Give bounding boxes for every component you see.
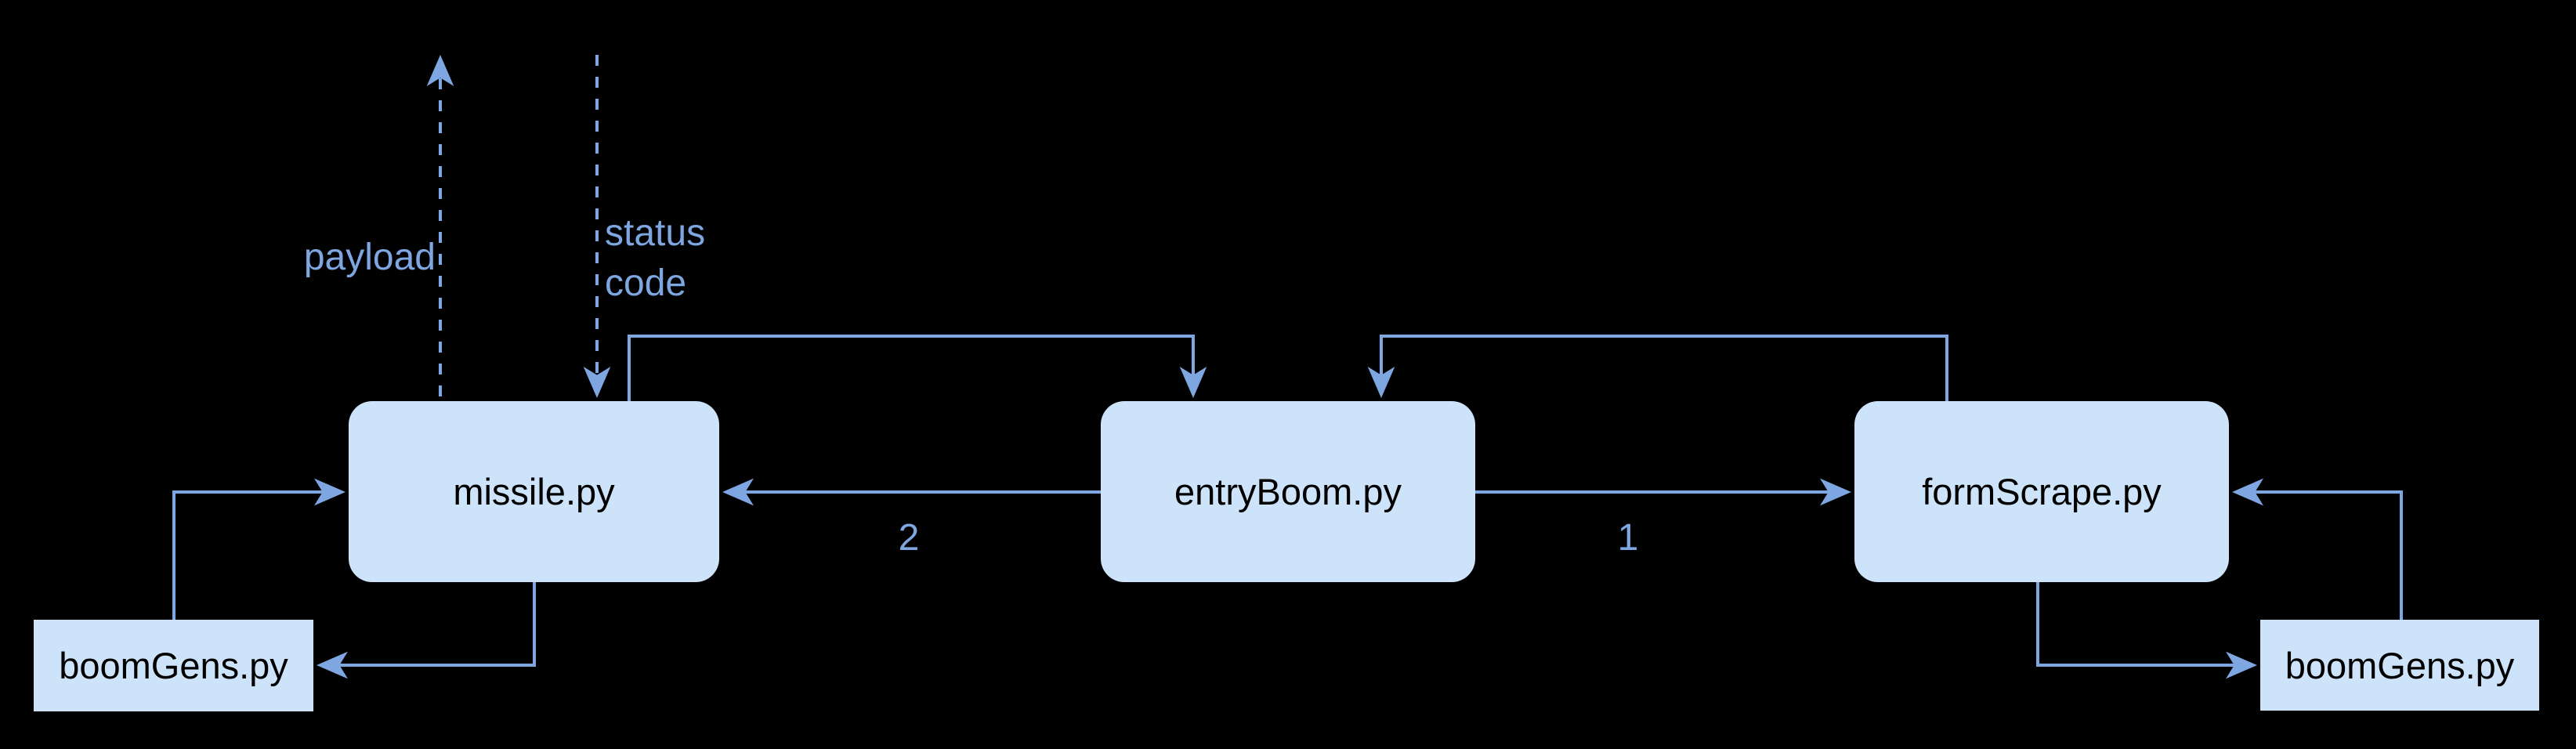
label-status-code: status code	[605, 212, 706, 304]
node-missile[interactable]: missile.py	[349, 401, 719, 582]
label-step-1: 1	[1617, 517, 1639, 559]
node-missile-label: missile.py	[453, 471, 615, 512]
edge-missile-to-boomgens-left	[317, 582, 536, 679]
edge-boomgens-right-to-formscrape	[2232, 478, 2403, 620]
node-boomgens-right[interactable]: boomGens.py	[2260, 620, 2539, 711]
edge-formscrape-to-boomgens-right	[2036, 582, 2257, 679]
label-step-2: 2	[898, 517, 920, 559]
edge-missile-to-entryboom	[628, 335, 1207, 401]
node-boomgens-right-label: boomGens.py	[2285, 644, 2515, 686]
edge-formscrape-to-entryboom	[1367, 335, 1948, 401]
node-boomgens-left[interactable]: boomGens.py	[34, 620, 313, 711]
node-entryboom-label: entryBoom.py	[1174, 471, 1402, 512]
label-payload: payload	[303, 237, 436, 278]
node-boomgens-left-label: boomGens.py	[59, 645, 288, 686]
node-entryboom[interactable]: entryBoom.py	[1101, 401, 1475, 582]
node-formscrape-label: formScrape.py	[1922, 471, 2162, 512]
node-formscrape[interactable]: formScrape.py	[1854, 401, 2229, 582]
edge-boomgens-left-to-missile	[172, 478, 346, 620]
